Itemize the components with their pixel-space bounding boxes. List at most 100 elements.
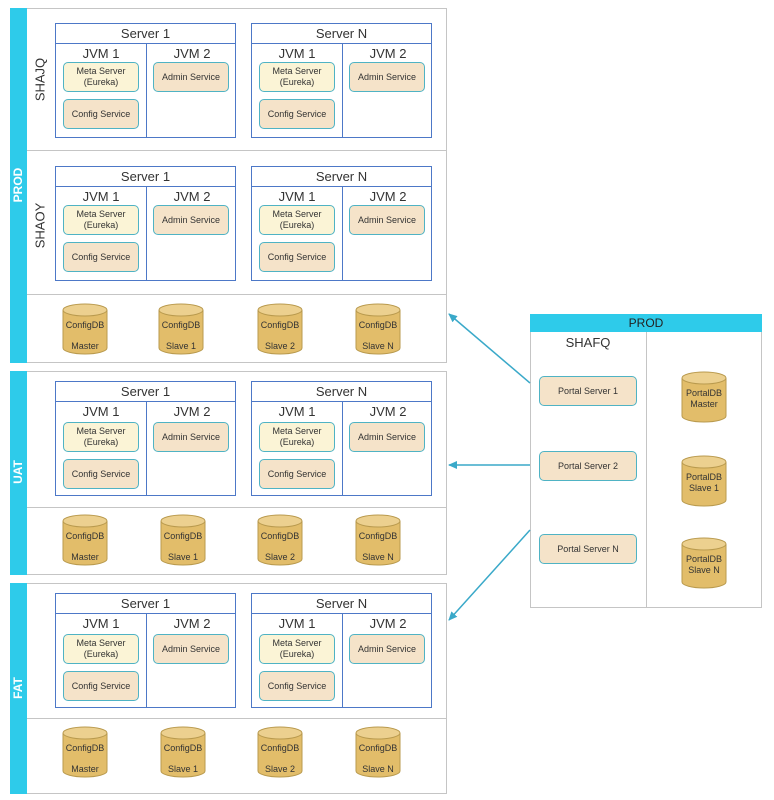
meta-server-box: Meta Server(Eureka) xyxy=(259,62,335,92)
db-label-role: Slave N xyxy=(362,341,394,351)
meta-server-box: Meta Server(Eureka) xyxy=(259,634,335,664)
uat-divider xyxy=(27,507,447,508)
portaldb-slave-1: PortalDB Slave 1 xyxy=(681,455,727,507)
arrow-left-icon xyxy=(448,529,531,621)
admin-service-box: Admin Service xyxy=(153,62,229,92)
admin-service-box: Admin Service xyxy=(349,62,425,92)
database-cylinder-icon xyxy=(158,303,204,355)
db-label-role: Master xyxy=(690,399,718,409)
jvm-2-title: JVM 2 xyxy=(369,46,407,61)
portal-prod-header: PROD xyxy=(530,314,762,332)
jvm-2-title: JVM 2 xyxy=(173,404,211,419)
db-label-role: Slave 1 xyxy=(167,764,199,774)
server-1-uat: Server 1 JVM 1 JVM 2 Meta Server(Eureka)… xyxy=(55,381,236,496)
server-title: Server 1 xyxy=(56,594,235,614)
jvm-1-title: JVM 1 xyxy=(278,404,316,419)
database-cylinder-icon xyxy=(160,514,206,566)
jvm-1-title: JVM 1 xyxy=(278,616,316,631)
jvm-separator xyxy=(342,186,343,280)
database-cylinder-icon xyxy=(257,514,303,566)
database-cylinder-icon xyxy=(257,303,303,355)
jvm-1-title: JVM 1 xyxy=(278,46,316,61)
jvm-1-title: JVM 1 xyxy=(278,189,316,204)
admin-service-box: Admin Service xyxy=(153,634,229,664)
db-label-role: Slave N xyxy=(362,552,394,562)
config-service-box: Config Service xyxy=(63,671,139,701)
jvm-2-title: JVM 2 xyxy=(173,46,211,61)
configdb-slave-2: ConfigDB Slave 2 xyxy=(257,726,303,778)
arrow-left-icon xyxy=(448,313,531,384)
portal-server-1-box: Portal Server 1 xyxy=(539,376,637,406)
config-service-box: Config Service xyxy=(259,99,335,129)
database-cylinder-icon xyxy=(257,726,303,778)
db-label-role: Slave N xyxy=(688,565,720,575)
db-label-name: PortalDB xyxy=(685,388,722,398)
db-label-role: Slave 1 xyxy=(167,552,199,562)
configdb-slave-2: ConfigDB Slave 2 xyxy=(257,303,303,355)
admin-service-box: Admin Service xyxy=(349,634,425,664)
db-label-role: Slave 2 xyxy=(264,552,296,562)
db-label-name: PortalDB xyxy=(685,554,722,564)
server-title: Server 1 xyxy=(56,167,235,187)
portal-server-n-box: Portal Server N xyxy=(539,534,637,564)
meta-server-box: Meta Server(Eureka) xyxy=(63,205,139,235)
configdb-slave-n: ConfigDB Slave N xyxy=(355,514,401,566)
configdb-slave-n: ConfigDB Slave N xyxy=(355,303,401,355)
server-title: Server N xyxy=(252,382,431,402)
portaldb-master: PortalDB Master xyxy=(681,371,727,423)
jvm-separator xyxy=(342,401,343,495)
datacenter-shafq-label: SHAFQ xyxy=(565,335,611,350)
config-service-box: Config Service xyxy=(63,459,139,489)
meta-server-box: Meta Server(Eureka) xyxy=(259,422,335,452)
server-n-shajq: Server N JVM 1 JVM 2 Meta Server(Eureka)… xyxy=(251,23,432,138)
db-label-name: PortalDB xyxy=(685,472,722,482)
admin-service-box: Admin Service xyxy=(349,422,425,452)
meta-server-box: Meta Server(Eureka) xyxy=(63,422,139,452)
prod-divider-2 xyxy=(27,294,447,295)
db-label-role: Slave 1 xyxy=(688,483,720,493)
config-service-box: Config Service xyxy=(63,242,139,272)
database-cylinder-icon xyxy=(681,537,727,589)
database-cylinder-icon xyxy=(681,455,727,507)
db-label-name: ConfigDB xyxy=(163,743,203,753)
server-1-shajq: Server 1 JVM 1 JVM 2 Meta Server(Eureka)… xyxy=(55,23,236,138)
meta-server-box: Meta Server(Eureka) xyxy=(63,634,139,664)
jvm-1-title: JVM 1 xyxy=(82,616,120,631)
database-cylinder-icon xyxy=(62,303,108,355)
db-label-name: ConfigDB xyxy=(260,531,300,541)
env-uat-sidebar xyxy=(10,371,27,575)
portal-server-2-box: Portal Server 2 xyxy=(539,451,637,481)
jvm-2-title: JVM 2 xyxy=(369,616,407,631)
db-label-name: ConfigDB xyxy=(358,531,398,541)
server-title: Server N xyxy=(252,594,431,614)
fat-divider xyxy=(27,718,447,719)
db-label-name: ConfigDB xyxy=(358,320,398,330)
db-label-name: ConfigDB xyxy=(65,320,105,330)
db-label-role: Slave 1 xyxy=(165,341,197,351)
jvm-2-title: JVM 2 xyxy=(173,616,211,631)
server-1-fat: Server 1 JVM 1 JVM 2 Meta Server(Eureka)… xyxy=(55,593,236,708)
db-label-role: Slave 2 xyxy=(264,764,296,774)
database-cylinder-icon xyxy=(62,514,108,566)
configdb-master: ConfigDB Master xyxy=(62,514,108,566)
database-cylinder-icon xyxy=(355,303,401,355)
prod-divider-1 xyxy=(27,150,447,151)
server-title: Server 1 xyxy=(56,382,235,402)
database-cylinder-icon xyxy=(681,371,727,423)
admin-service-box: Admin Service xyxy=(349,205,425,235)
db-label-name: ConfigDB xyxy=(358,743,398,753)
db-label-name: ConfigDB xyxy=(260,743,300,753)
jvm-separator xyxy=(146,186,147,280)
db-label-role: Slave 2 xyxy=(264,341,296,351)
jvm-separator xyxy=(146,43,147,137)
db-label-name: ConfigDB xyxy=(260,320,300,330)
database-cylinder-icon xyxy=(355,726,401,778)
meta-server-box: Meta Server(Eureka) xyxy=(259,205,335,235)
db-label-role: Master xyxy=(71,552,99,562)
jvm-1-title: JVM 1 xyxy=(82,189,120,204)
server-title: Server N xyxy=(252,167,431,187)
config-service-box: Config Service xyxy=(259,671,335,701)
configdb-slave-1: ConfigDB Slave 1 xyxy=(158,303,204,355)
db-label-name: ConfigDB xyxy=(65,743,105,753)
